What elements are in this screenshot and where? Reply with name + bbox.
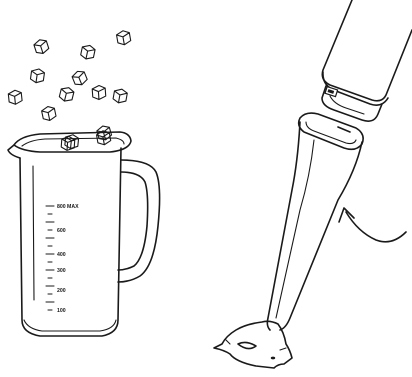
ice-cube	[33, 38, 50, 55]
jug-body	[20, 148, 121, 336]
shaft-collar	[299, 113, 363, 149]
blender-motor-unit	[322, 0, 412, 121]
motor-body	[322, 0, 412, 101]
ice-cube	[113, 88, 128, 104]
ice-cube	[59, 86, 75, 103]
ice-cube	[80, 44, 96, 60]
scale-mark-label: 600	[57, 228, 66, 234]
ice-cube	[41, 105, 57, 121]
scale-max-label: MAX	[67, 204, 79, 210]
scale-mark-label: 100	[57, 308, 66, 314]
scale-mark-label: 200	[57, 288, 66, 294]
blending-shaft	[214, 113, 363, 368]
scale-ticks	[46, 206, 54, 310]
rotate-arrow-icon	[339, 208, 406, 242]
ice-cube	[30, 68, 45, 84]
jug-scale: 800 MAX 600 400 300 200 100	[46, 204, 79, 314]
ice-cube	[92, 85, 106, 100]
scale-mark-label: 400	[57, 252, 66, 258]
ice-cube	[116, 30, 131, 46]
scale-mark-label: 300	[57, 268, 66, 274]
ice-cube	[8, 90, 22, 105]
ice-cube	[71, 69, 88, 87]
scale-mark-label: 800	[57, 204, 66, 210]
ice-cubes	[8, 30, 131, 150]
jug-handle	[118, 160, 160, 282]
measuring-jug: 800 MAX 600 400 300 200 100	[8, 130, 160, 336]
shaft-body	[267, 122, 362, 330]
